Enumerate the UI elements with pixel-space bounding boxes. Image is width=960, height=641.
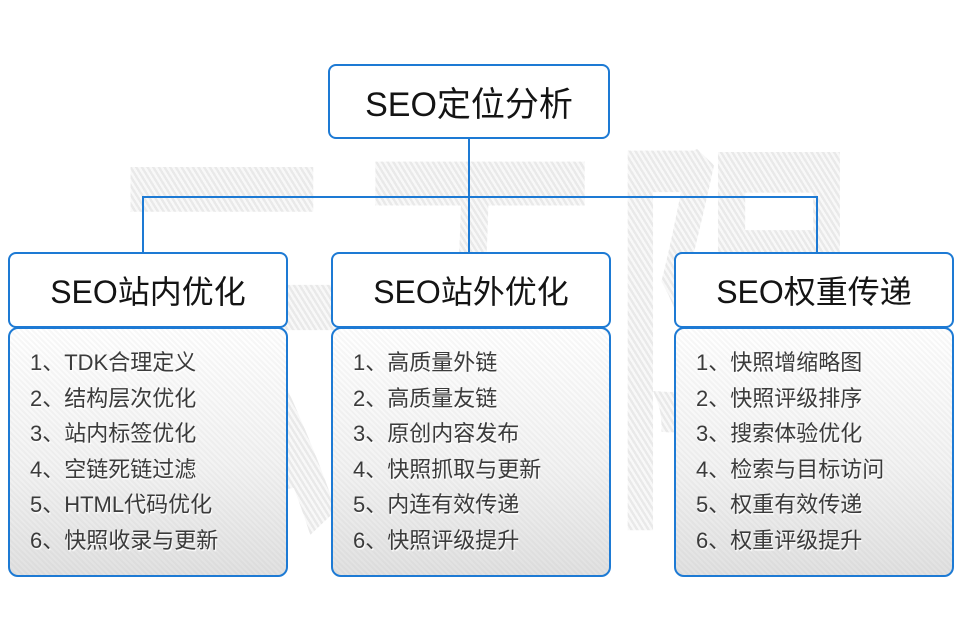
- column-offsite-panel: 1、高质量外链 2、高质量友链 3、原创内容发布 4、快照抓取与更新 5、内连有…: [331, 327, 611, 577]
- connector-horizontal-rail: [142, 196, 818, 198]
- column-onsite-header: SEO站内优化: [8, 252, 288, 328]
- list-item: 2、结构层次优化: [30, 385, 197, 411]
- list-item: 4、快照抓取与更新: [353, 456, 542, 482]
- list-item: 5、权重有效传递: [696, 492, 863, 518]
- list-item: 6、快照评级提升: [353, 527, 520, 553]
- column-offsite-header: SEO站外优化: [331, 252, 611, 328]
- list-item: 3、原创内容发布: [353, 421, 520, 447]
- column-weight-header: SEO权重传递: [674, 252, 954, 328]
- list-item: 3、站内标签优化: [30, 421, 197, 447]
- list-item: 1、TDK合理定义: [30, 350, 197, 375]
- connector-drop-middle: [468, 196, 470, 254]
- root-node-title: SEO定位分析: [328, 64, 610, 139]
- column-weight-panel: 1、快照增缩略图 2、快照评级排序 3、搜索体验优化 4、检索与目标访问 5、权…: [674, 327, 954, 577]
- list-item: 6、权重评级提升: [696, 527, 863, 553]
- connector-drop-right: [816, 196, 818, 254]
- list-item: 5、HTML代码优化: [30, 492, 213, 518]
- list-item: 5、内连有效传递: [353, 492, 520, 518]
- list-item: 1、快照增缩略图: [696, 350, 863, 375]
- list-item: 2、快照评级排序: [696, 385, 863, 411]
- list-item: 4、检索与目标访问: [696, 456, 885, 482]
- list-item: 1、高质量外链: [353, 350, 498, 375]
- list-item: 6、快照收录与更新: [30, 527, 219, 553]
- connector-drop-left: [142, 196, 144, 254]
- list-item: 4、空链死链过滤: [30, 456, 197, 482]
- list-item: 3、搜索体验优化: [696, 421, 863, 447]
- connector-root-vertical: [468, 139, 470, 197]
- column-onsite-panel: 1、TDK合理定义 2、结构层次优化 3、站内标签优化 4、空链死链过滤 5、H…: [8, 327, 288, 577]
- list-item: 2、高质量友链: [353, 385, 498, 411]
